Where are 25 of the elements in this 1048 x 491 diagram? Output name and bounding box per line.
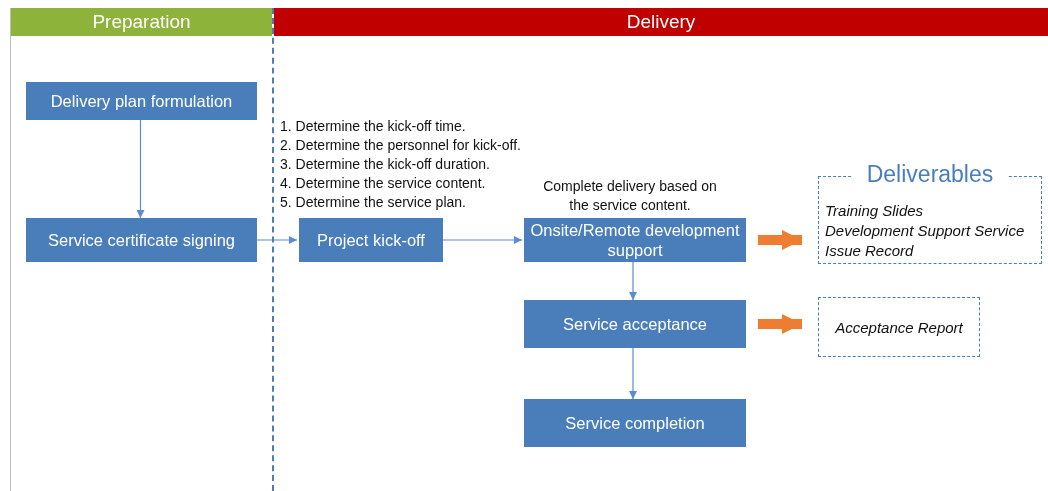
block-arrow: [758, 314, 802, 334]
arrow: [629, 347, 637, 400]
lane-header: Preparation: [11, 8, 272, 36]
deliverable-item: Training Slides: [825, 201, 925, 221]
deliverable-item: Issue Record: [825, 241, 915, 261]
process-box: Service acceptance: [524, 300, 746, 348]
step-note: 4. Determine the service content.: [280, 174, 486, 193]
step-note: 3. Determine the kick-off duration.: [280, 155, 490, 174]
block-arrow: [758, 230, 802, 250]
annotation-text: Complete delivery based on the service content.: [542, 177, 718, 215]
deliverable-box: Acceptance Report: [818, 297, 980, 357]
process-box: Delivery plan formulation: [26, 82, 257, 120]
process-box: Service certificate signing: [26, 218, 257, 262]
process-box: Service completion: [524, 399, 746, 447]
swimlane: [10, 8, 272, 491]
step-note: 5. Determine the service plan.: [280, 193, 466, 212]
deliverable-item: Development Support Service: [825, 221, 1026, 241]
step-note: 2. Determine the personnel for kick-off.: [280, 136, 521, 155]
swimlane: [272, 8, 1048, 491]
step-note: 1. Determine the kick-off time.: [280, 117, 466, 136]
process-box: Project kick-off: [299, 218, 443, 262]
arrow: [136, 119, 145, 219]
arrow: [629, 261, 637, 301]
process-box: Onsite/Remote development support: [524, 218, 746, 262]
lane-header: Delivery: [274, 8, 1048, 36]
